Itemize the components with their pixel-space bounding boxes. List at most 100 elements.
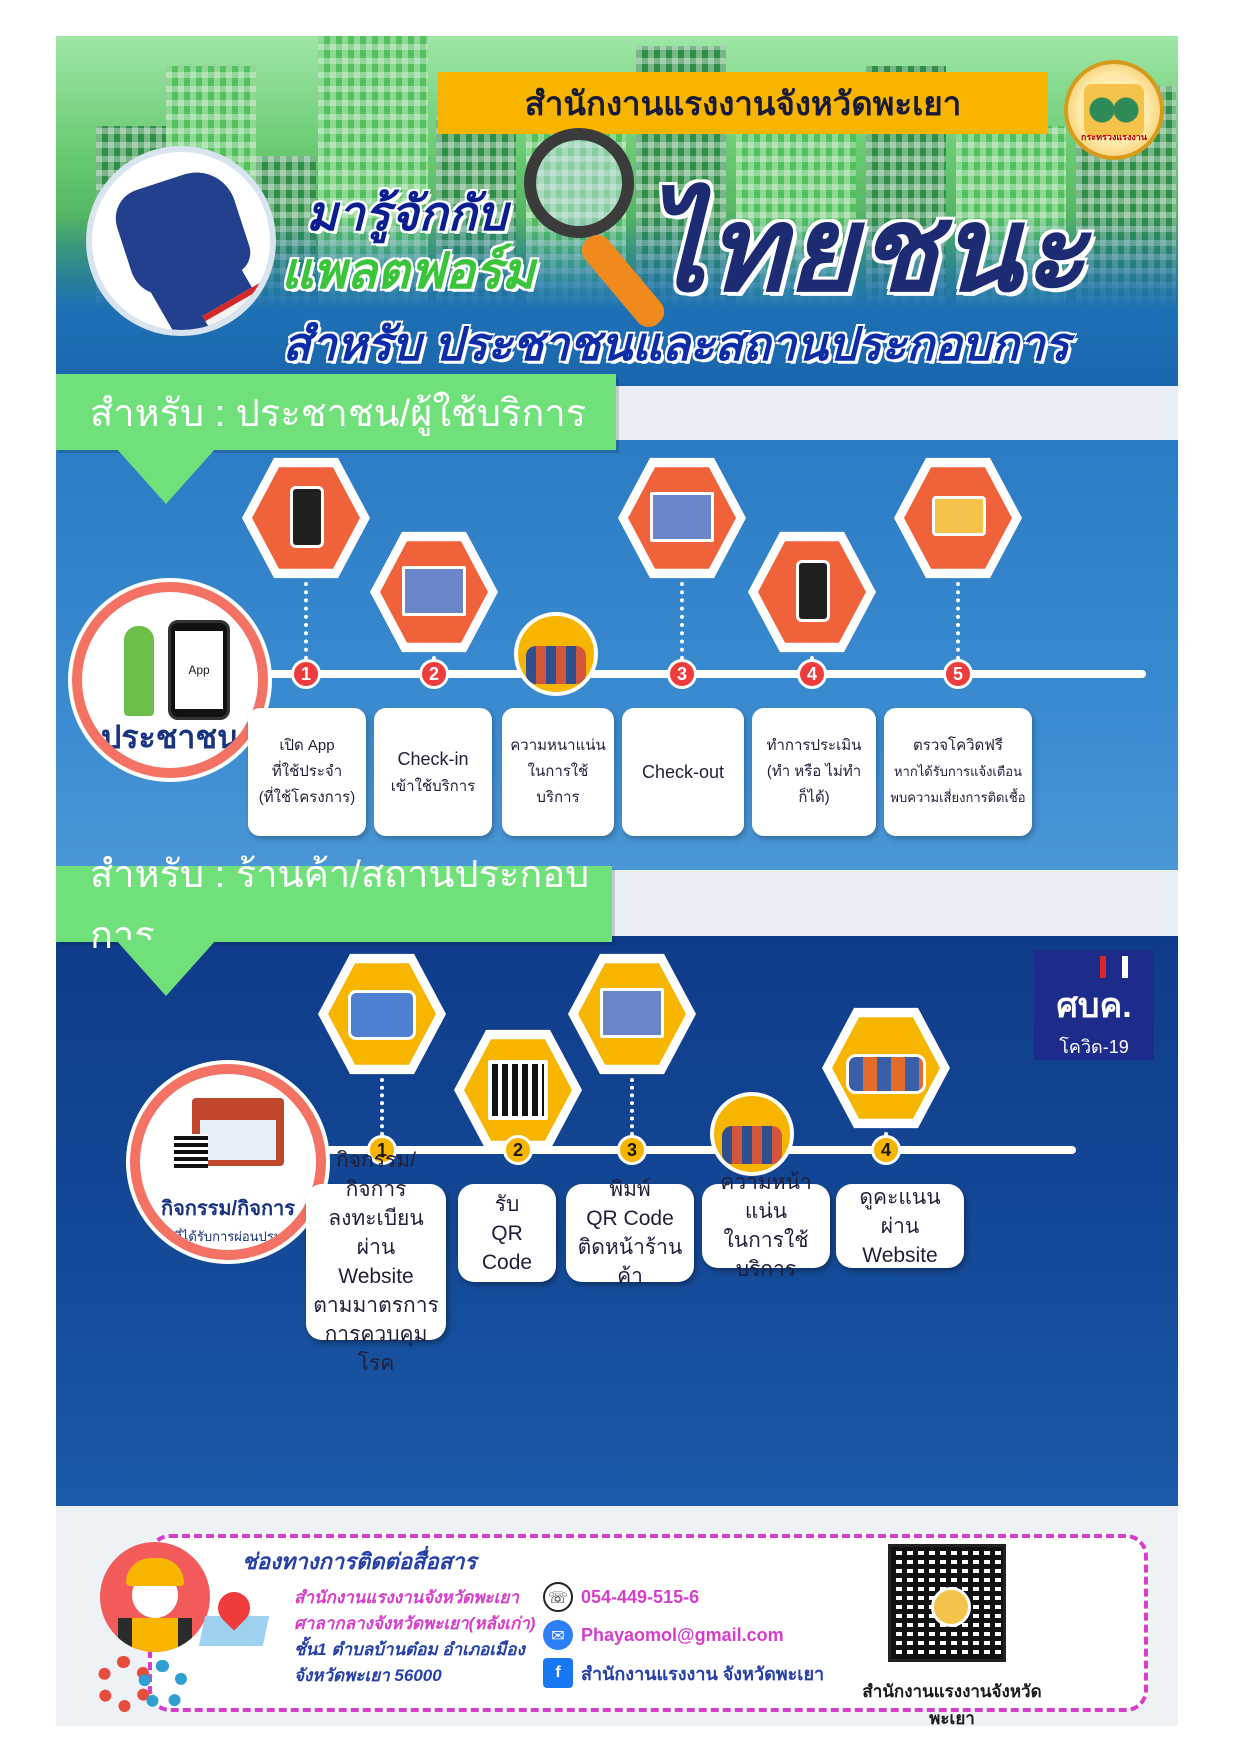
connector	[630, 1078, 634, 1136]
card-line: ความหนาแน่น	[510, 737, 606, 754]
b-step4-card: ดูคะแนนผ่าน Website	[836, 1184, 964, 1268]
step2-number: 2	[419, 659, 449, 689]
card-line: QR Code	[481, 1221, 533, 1274]
phone-app-icon	[290, 486, 324, 548]
rating-stars-icon	[846, 1054, 926, 1094]
seal-text: กระทรวงแรงงาน	[1081, 133, 1147, 143]
step5-card: ตรวจโควิดฟรี หากได้รับการแจ้งเตือน พบควา…	[884, 708, 1032, 836]
b-step2-card: รับ QR Code	[458, 1184, 556, 1282]
map-pin-icon	[198, 1585, 270, 1652]
card-line: ในการใช้บริการ	[723, 1229, 809, 1281]
step1-card: เปิด App ที่ใช้ประจำ (ที่ใช้โครงการ)	[248, 708, 366, 836]
card-line: การควบคุมโรค	[324, 1323, 428, 1375]
card-line: QR Code	[586, 1207, 674, 1230]
card-line: พบความเสี่ยงการติดเชื้อ	[890, 790, 1026, 805]
phone-icon: App	[168, 620, 230, 720]
footer-address-line: สำนักงานแรงงานจังหวัดพะเยา	[294, 1588, 519, 1607]
density-card: ความหนาแน่น ในการใช้บริการ	[502, 708, 614, 836]
connector	[956, 582, 960, 660]
card-line: พิมพ์	[609, 1178, 651, 1201]
b-density-card: ความหน้าแน่น ในการใช้บริการ	[702, 1171, 830, 1281]
card-line: กิจกรรม/กิจการ	[336, 1149, 416, 1201]
b-step1-number: 1	[367, 1135, 397, 1165]
shop-checkout-icon	[650, 492, 714, 542]
footer-address-line: จังหวัดพะเยา 56000	[294, 1666, 442, 1685]
actor-business-circle: กิจกรรม/กิจการ ที่ได้รับการผ่อนปรน	[130, 1064, 326, 1260]
person-figure	[124, 626, 154, 716]
step1-number: 1	[291, 659, 321, 689]
b-step4-number: 4	[871, 1135, 901, 1165]
cdc-logo-line2: โควิด-19	[1059, 1037, 1129, 1057]
section-business-tab: สำหรับ : ร้านค้า/สถานประกอบการ	[56, 854, 612, 996]
magnifier-icon	[524, 128, 634, 238]
card-line: ติดหน้าร้านค้า	[577, 1236, 683, 1288]
connector	[680, 582, 684, 660]
card-line: (ที่ใช้โครงการ)	[258, 789, 356, 806]
actor-business-sublabel: ที่ได้รับการผ่อนปรน	[173, 1229, 283, 1244]
step5-number: 5	[943, 659, 973, 689]
card-line: (ทำ หรือ ไม่ทำก็ได้)	[766, 763, 862, 806]
facebook-page-name: สำนักงานแรงงาน จังหวัดพะเยา	[581, 1663, 825, 1684]
flag-icon	[1100, 956, 1128, 978]
card-line: เข้าใช้บริการ	[390, 778, 476, 795]
card-line: ความหน้าแน่น	[720, 1171, 812, 1223]
card-line: เปิด App	[279, 737, 335, 754]
subtitle: สำหรับ ประชาชนและสถานประกอบการ	[282, 318, 1070, 370]
card-line: ดูคะแนนผ่าน	[859, 1185, 941, 1238]
card-line: ตามมาตรการ	[313, 1294, 439, 1317]
qr-code-icon	[488, 1060, 548, 1120]
footer-phone: ☏ 054-449-515-6	[543, 1582, 699, 1612]
footer-email[interactable]: ✉ Phayaomol@gmail.com	[543, 1620, 784, 1650]
contact-qr-code	[888, 1544, 1006, 1662]
card-line: Website	[338, 1265, 414, 1288]
desk-worker-icon	[348, 990, 416, 1040]
card-line: ลงทะเบียนผ่าน	[328, 1207, 424, 1259]
card-line: ตรวจโควิดฟรี	[913, 737, 1003, 754]
card-line: ในการใช้บริการ	[527, 763, 589, 806]
crowd-icon	[514, 612, 598, 696]
brand-title: ไทยชนะ	[646, 184, 1089, 316]
step4-number: 4	[797, 659, 827, 689]
step4-card: ทำการประเมิน (ทำ หรือ ไม่ทำก็ได้)	[752, 708, 876, 836]
card-line: Check-in	[397, 749, 469, 769]
connector	[304, 582, 308, 660]
card-line: หากได้รับการแจ้งเตือน	[893, 764, 1023, 779]
phone-icon: ☏	[543, 1582, 573, 1612]
phone-number: 054-449-515-6	[581, 1586, 700, 1607]
card-line: ทำการประเมิน	[766, 737, 862, 754]
b-step1-card: กิจกรรม/กิจการ ลงทะเบียนผ่าน Website ตาม…	[306, 1149, 446, 1375]
card-line: Check-out	[641, 762, 725, 782]
b-step3-number: 3	[617, 1135, 647, 1165]
gear-icon	[138, 1660, 188, 1710]
b-step3-card: พิมพ์ QR Code ติดหน้าร้านค้า	[566, 1178, 694, 1288]
messenger-icon: ✉	[543, 1620, 573, 1650]
qr-caption: สำนักงานแรงงานจังหวัดพะเยา	[862, 1682, 1042, 1726]
notification-envelope-icon	[932, 496, 986, 536]
phone-label: App	[175, 631, 223, 709]
title-line2: แพลตฟอร์ม	[281, 243, 535, 299]
card-line: Website	[862, 1243, 938, 1267]
section-people-tab: สำหรับ : ประชาชน/ผู้ใช้บริการ	[56, 374, 616, 504]
actor-business-label: กิจกรรม/กิจการ	[160, 1198, 296, 1220]
raised-fist-icon	[86, 146, 276, 336]
footer-address-line: ชั้น1 ตำบลบ้านต๋อม อำเภอเมือง	[294, 1640, 525, 1659]
ministry-seal-logo: กระทรวงแรงงาน	[1064, 60, 1164, 160]
checklist-phone-icon	[796, 560, 830, 622]
crowd-icon	[710, 1092, 794, 1176]
facebook-icon: f	[543, 1658, 573, 1688]
step3-card: Check-out	[622, 708, 744, 836]
title-line1: มารู้จักกับ	[306, 188, 508, 241]
footer-title: ช่องทางการติดต่อสื่อสาร	[242, 1549, 477, 1574]
email-address: Phayaomol@gmail.com	[581, 1624, 784, 1645]
b-step2-number: 2	[503, 1135, 533, 1165]
cdc-logo: ศบค. โควิด-19	[1034, 950, 1154, 1060]
card-line: ที่ใช้ประจำ	[271, 763, 343, 780]
connector	[380, 1078, 384, 1136]
footer-facebook[interactable]: f สำนักงานแรงงาน จังหวัดพะเยา	[543, 1658, 824, 1688]
footer-address-line: ศาลากลางจังหวัดพะเยา(หลังเก่า)	[294, 1614, 536, 1633]
infographic-poster: สำนักงานแรงงานจังหวัดพะเยา กระทรวงแรงงาน…	[56, 36, 1178, 1726]
office-banner: สำนักงานแรงงานจังหวัดพะเยา	[438, 72, 1048, 134]
food-shop-icon	[600, 988, 664, 1038]
shop-checkin-icon	[402, 566, 466, 616]
actor-people-circle: App ประชาชน	[72, 582, 268, 778]
